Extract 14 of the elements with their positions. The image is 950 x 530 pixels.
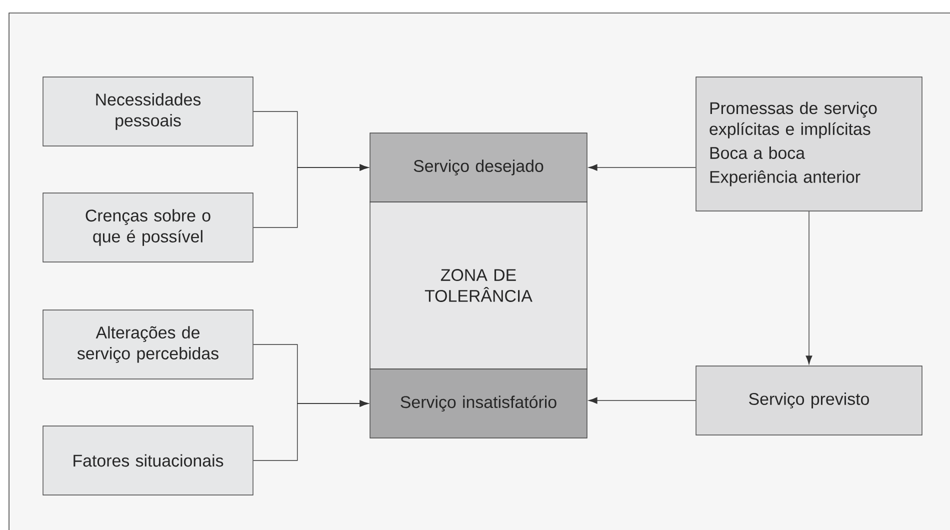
input-box: Alterações de serviço percebidas bbox=[42, 310, 254, 380]
arrow bbox=[588, 164, 696, 171]
arrow bbox=[253, 400, 368, 461]
service-band: Serviço desejado bbox=[370, 132, 588, 202]
arrow bbox=[806, 211, 812, 364]
input-box: Crenças sobre o que é possível bbox=[42, 192, 254, 262]
input-box: Necessidades pessoais bbox=[42, 76, 254, 146]
input-box: Fatores situacionais bbox=[42, 426, 254, 496]
arrow bbox=[253, 164, 368, 228]
arrow bbox=[588, 397, 696, 404]
service-band: Serviço insatisfatório bbox=[370, 368, 588, 438]
forecast-box: Serviço previsto bbox=[696, 366, 922, 436]
tolerance-zone-band: ZONA DE TOLERÂNCIA bbox=[370, 202, 588, 370]
source-box: Promessas de serviço explícitas e implícitas Boca a boca Experiência anterior bbox=[696, 76, 922, 212]
